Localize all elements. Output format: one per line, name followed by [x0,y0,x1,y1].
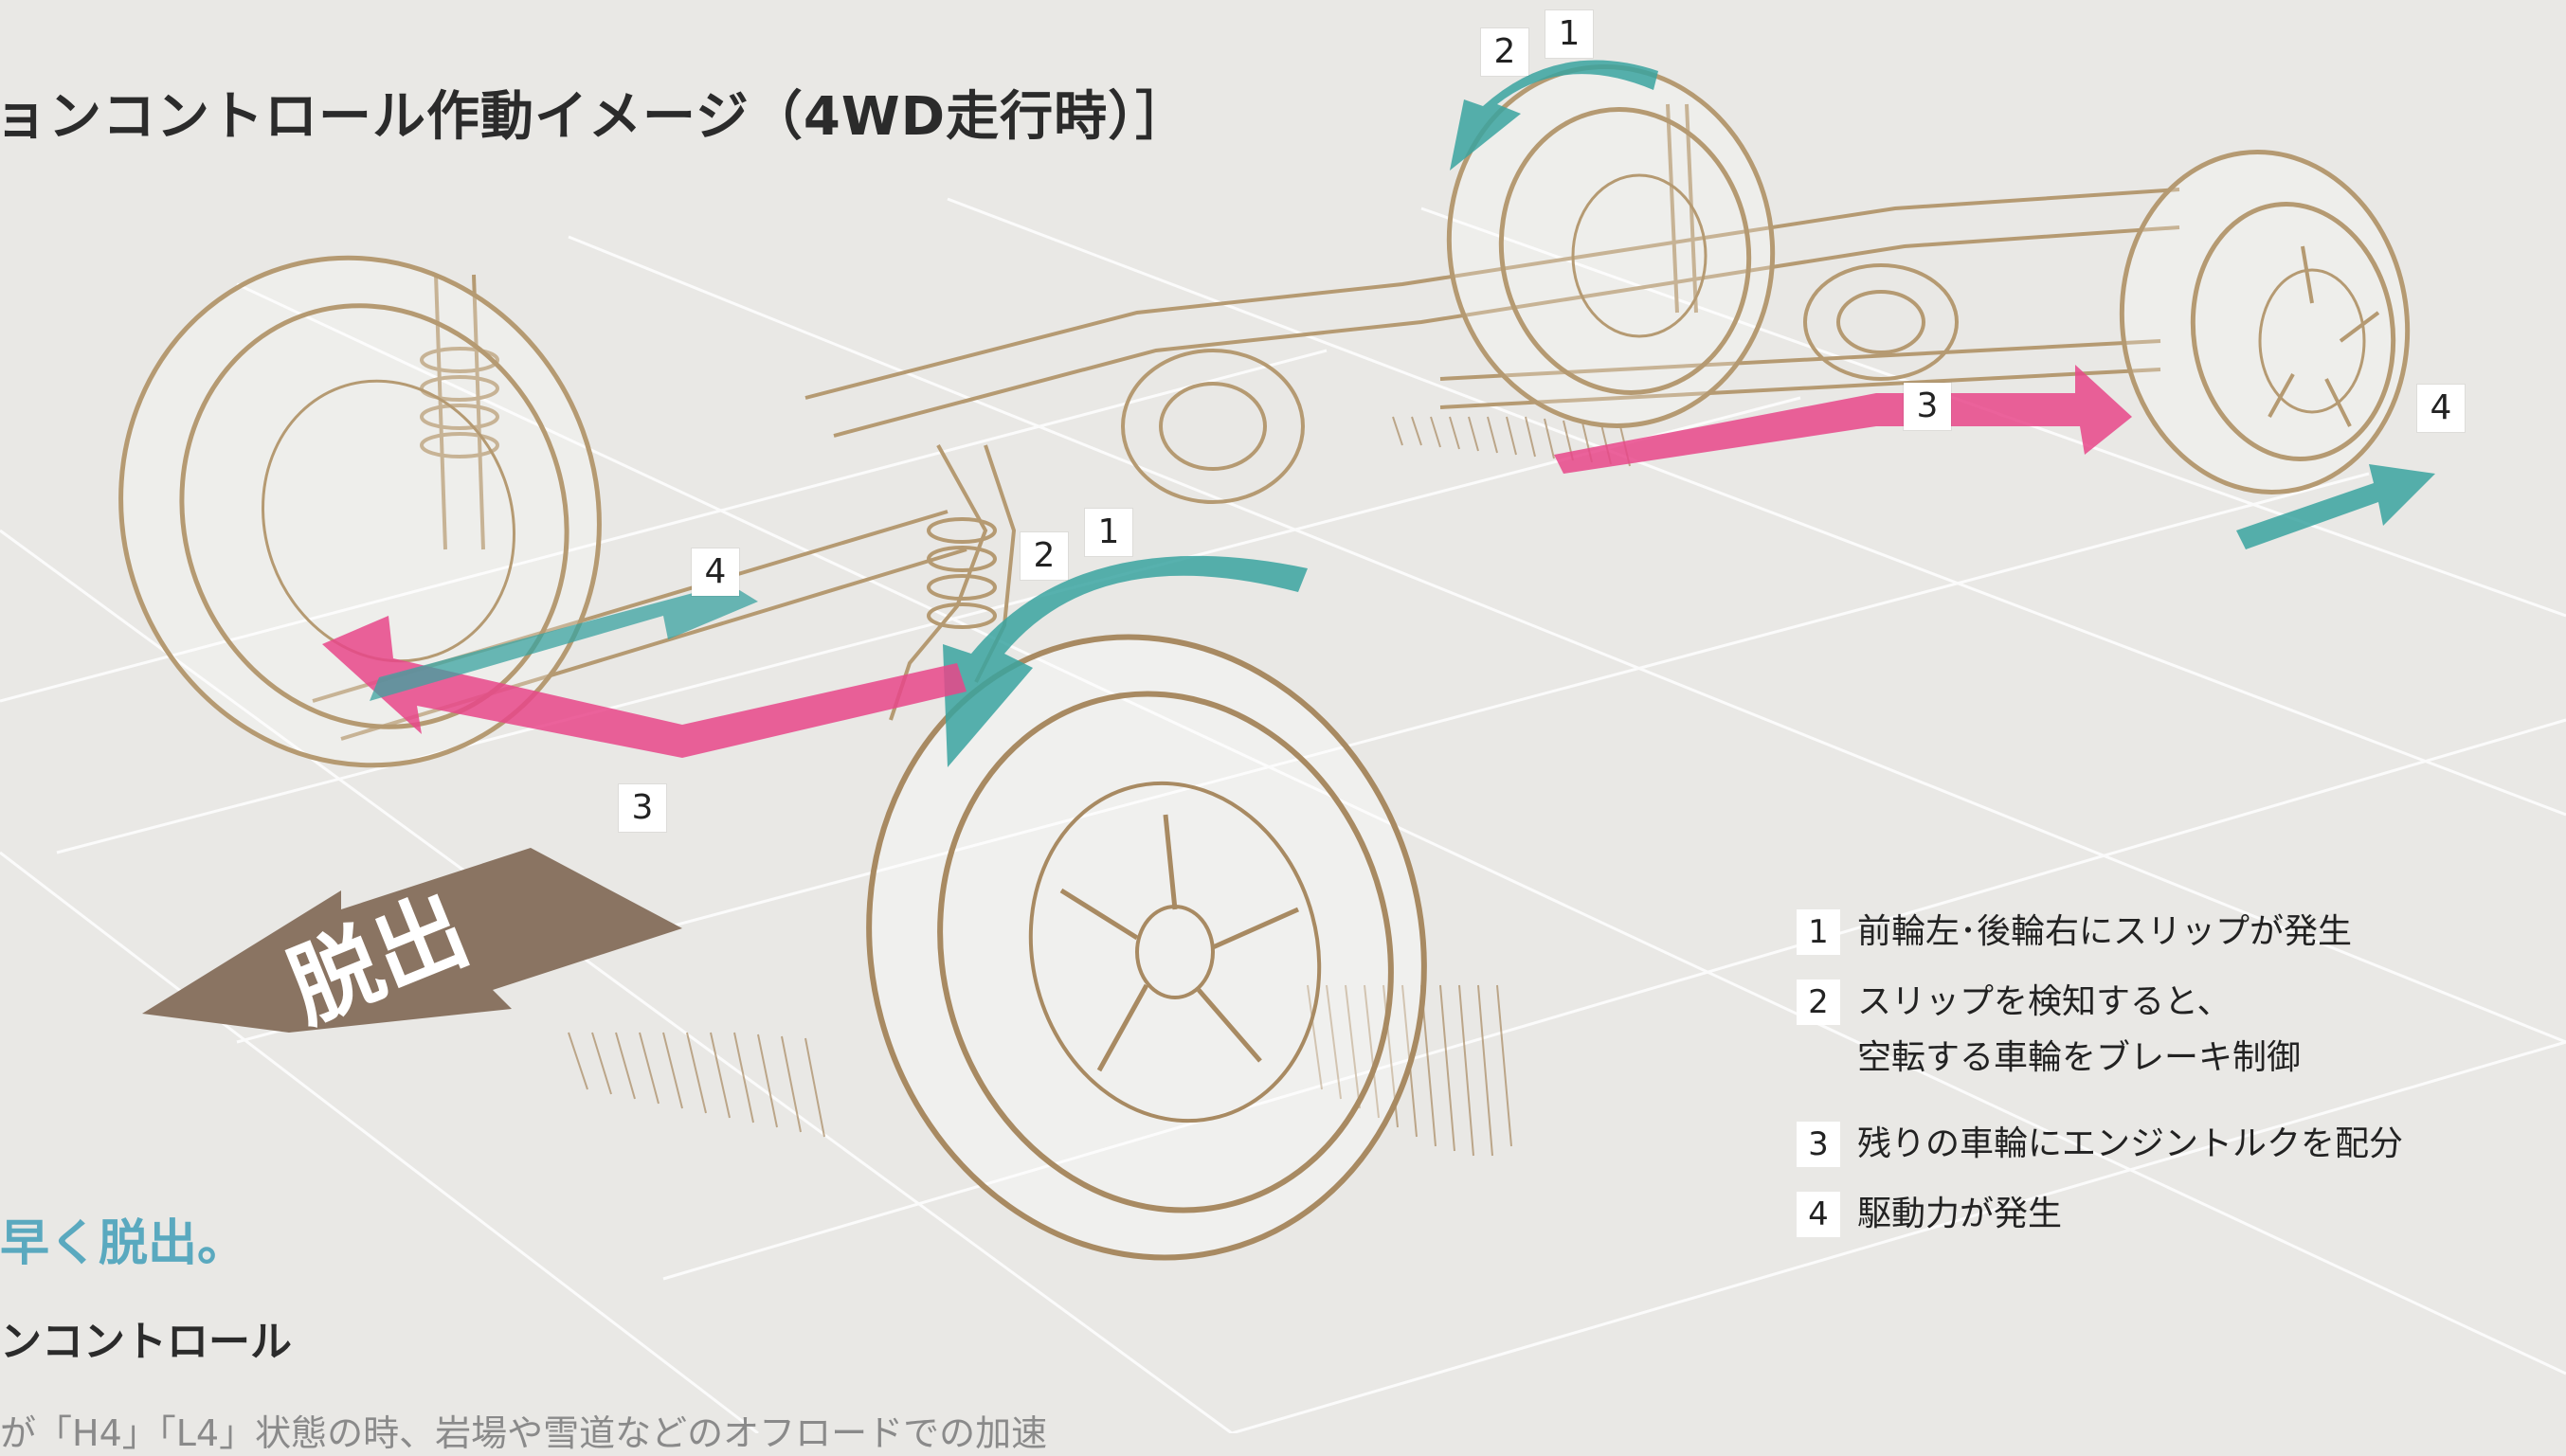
page-title: ョンコントロール作動イメージ（4WD走行時）］ [0,86,1190,148]
drive-arrow-front [370,564,758,701]
ground-hatch [568,416,1631,1157]
section-subheading: ンコントロール [0,1318,292,1366]
legend-text: 残りの車輪にエンジントルクを配分 [1857,1124,2404,1163]
drive-arrow-rear [2236,464,2435,549]
legend-text: 前輪左･後輪右にスリップが発生 [1857,912,2353,951]
marker-rear-2: 2 [1481,28,1528,76]
marker-rear-1: 1 [1545,10,1593,58]
legend-text: 駆動力が発生 [1857,1195,2063,1233]
body-text: が「H4」「L4」状態の時、岩場や雪道などのオフロードでの加速 [0,1412,1048,1454]
legend-number: 2 [1797,980,1840,1025]
marker-rear-3: 3 [1904,383,1951,430]
wheel-front-right [866,634,1427,1261]
legend-number: 4 [1797,1192,1840,1237]
marker-front-2: 2 [1021,532,1068,580]
legend-item: 4 駆動力が発生 [1797,1192,2403,1262]
wheel-front-left [118,255,602,768]
brake-arrow-front [943,555,1308,767]
legend-text-line2: 空転する車輪をブレーキ制御 [1857,1038,2302,1077]
legend-item: 3 残りの車輪にエンジントルクを配分 [1797,1122,2403,1192]
legend-number: 1 [1797,909,1840,955]
legend-item: 2 スリップを検知すると、 空転する車輪をブレーキ制御 [1797,980,2403,1122]
brake-arrow-rear [1450,60,1658,171]
torque-arrow-front [322,616,967,758]
wheel-rear-right [2119,150,2411,494]
legend: 1 前輪左･後輪右にスリップが発生 2 スリップを検知すると、 空転する車輪をブ… [1797,909,2403,1262]
section-heading: 早く脱出。 [0,1215,247,1272]
marker-front-1: 1 [1085,509,1132,556]
torque-arrow-rear [1554,365,2132,474]
escape-arrow [142,848,682,1033]
legend-number: 3 [1797,1122,1840,1167]
marker-front-4: 4 [692,548,739,596]
legend-text: スリップを検知すると、 空転する車輪をブレーキ制御 [1857,980,2301,1091]
marker-rear-4: 4 [2417,385,2465,432]
marker-front-3: 3 [619,784,666,832]
legend-text-line1: スリップを検知すると、 [1857,982,2232,1021]
legend-item: 1 前輪左･後輪右にスリップが発生 [1797,909,2403,980]
